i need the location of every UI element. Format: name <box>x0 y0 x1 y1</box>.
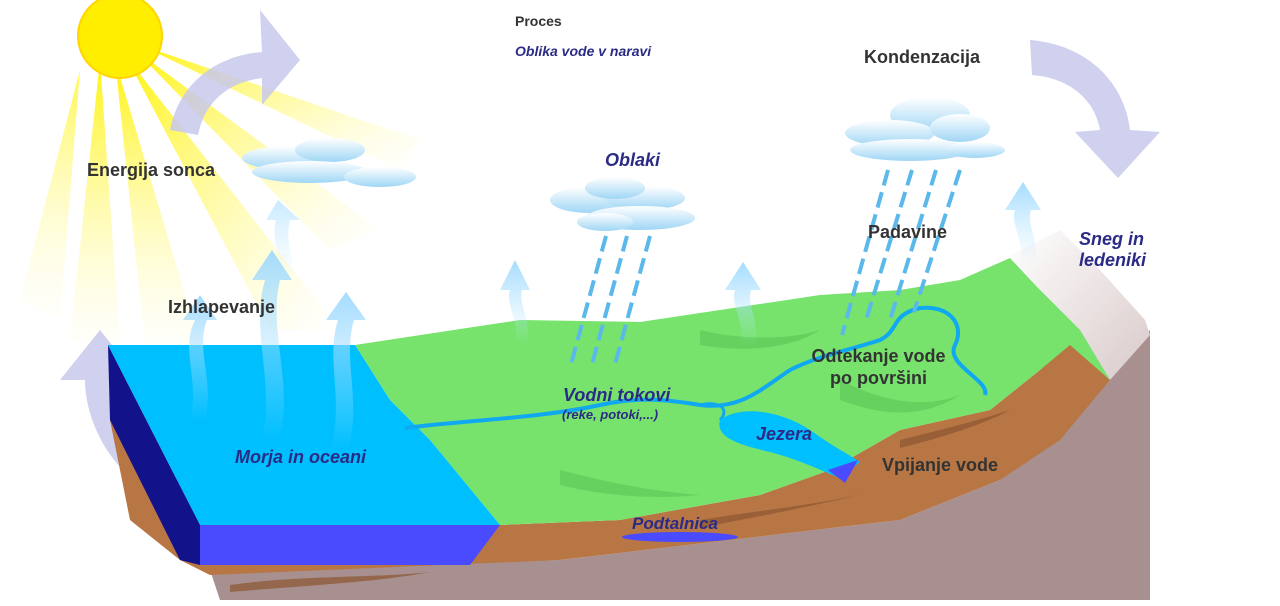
label-jezera: Jezera <box>756 424 812 445</box>
legend-process-label: Proces <box>515 13 562 29</box>
label-izhlapevanje: Izhlapevanje <box>168 297 275 318</box>
label-oblaki: Oblaki <box>605 150 660 171</box>
label-sneg-line2: ledeniki <box>1079 250 1146 271</box>
label-energija-sonca: Energija sonca <box>87 160 215 181</box>
sun-icon <box>78 0 162 78</box>
cloud-right <box>845 97 1005 161</box>
label-sneg-line1: Sneg in <box>1079 229 1144 250</box>
cloud-middle <box>550 177 695 231</box>
label-vodni-tokovi-sub: (reke, potoki,...) <box>562 408 658 423</box>
label-morja: Morja in oceani <box>235 447 366 468</box>
label-odtekanje-line2: po površini <box>806 368 951 389</box>
label-odtekanje-line1: Odtekanje vode <box>806 346 951 367</box>
label-vodni-tokovi: Vodni tokovi <box>563 385 670 406</box>
label-podtalnica: Podtalnica <box>632 514 718 534</box>
label-padavine: Padavine <box>868 222 947 243</box>
sea-deep <box>200 525 500 565</box>
legend-form-label: Oblika vode v naravi <box>515 43 651 59</box>
label-kondenzacija: Kondenzacija <box>864 47 980 68</box>
label-vpijanje: Vpijanje vode <box>882 455 998 476</box>
